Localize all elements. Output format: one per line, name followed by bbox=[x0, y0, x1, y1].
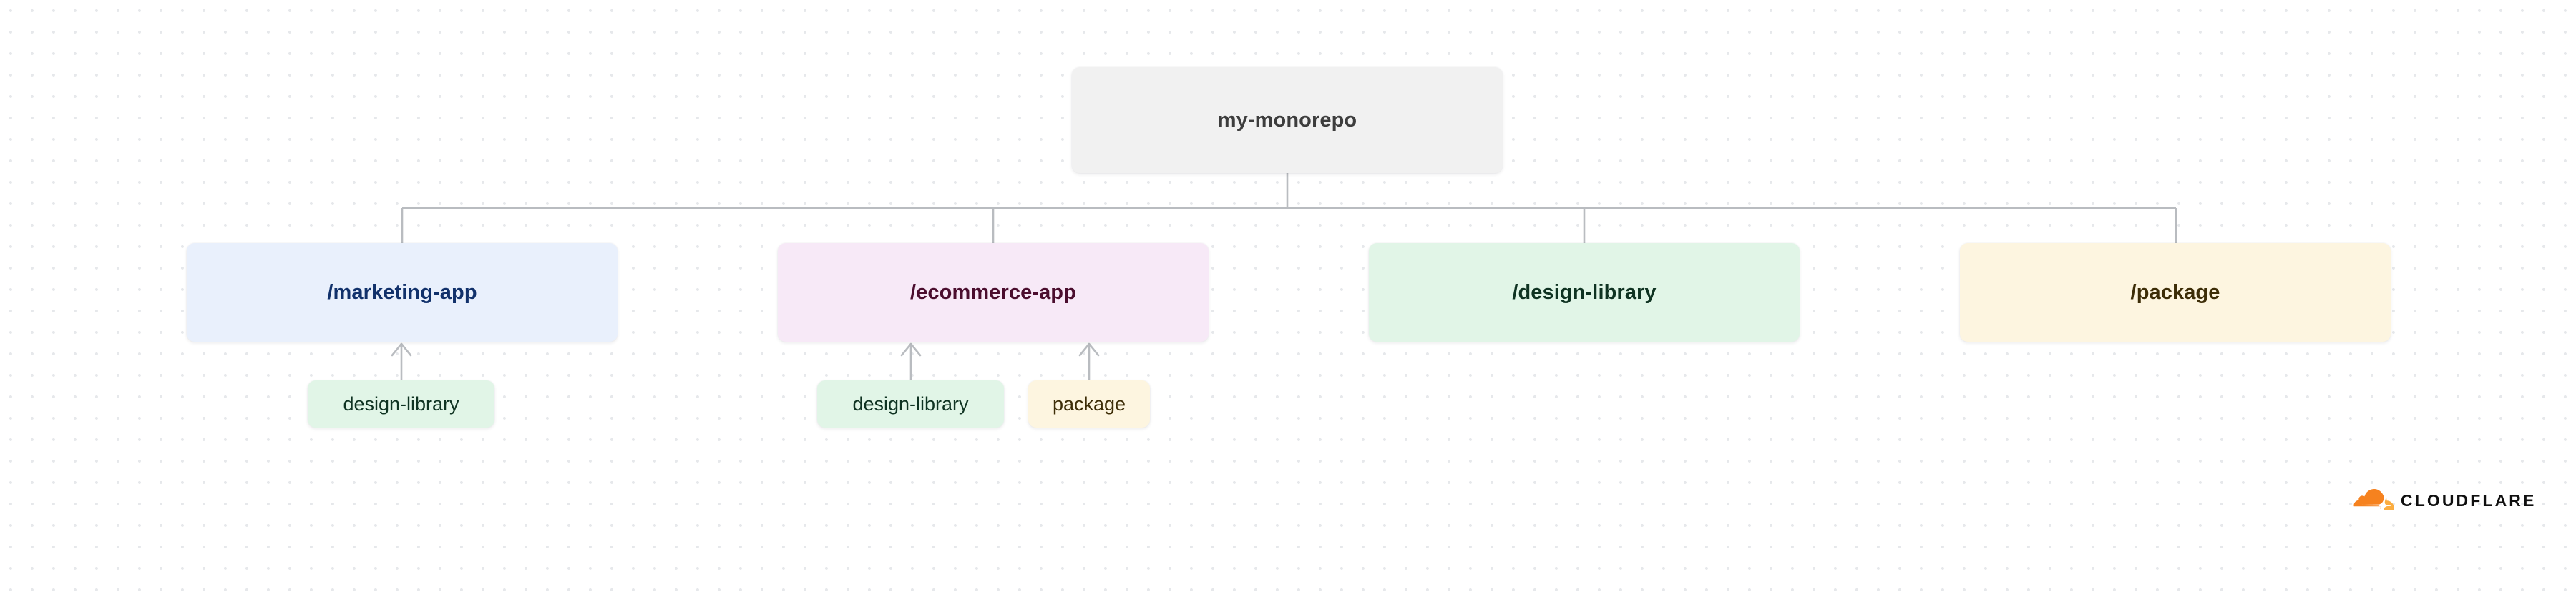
node-label: my-monorepo bbox=[1217, 108, 1357, 132]
node-package[interactable]: /package bbox=[1960, 243, 2391, 342]
dependency-chip-label: design-library bbox=[852, 393, 969, 415]
node-design-library[interactable]: /design-library bbox=[1369, 243, 1800, 342]
cloudflare-logo: CLOUDFLARE bbox=[2349, 489, 2536, 512]
node-label: /design-library bbox=[1512, 280, 1657, 304]
cloudflare-wordmark: CLOUDFLARE bbox=[2401, 490, 2537, 510]
dependency-chip-label: package bbox=[1052, 393, 1126, 415]
node-label: /marketing-app bbox=[327, 280, 477, 304]
arrowhead-ecommerce-design-library bbox=[900, 342, 922, 357]
node-label: /ecommerce-app bbox=[910, 280, 1076, 304]
arrowhead-ecommerce-package bbox=[1078, 342, 1100, 357]
node-my-monorepo[interactable]: my-monorepo bbox=[1072, 67, 1503, 173]
dependency-chip-ecommerce-package[interactable]: package bbox=[1028, 380, 1150, 428]
arrowhead-marketing-design-library bbox=[391, 342, 412, 357]
dependency-chip-ecommerce-design-library[interactable]: design-library bbox=[817, 380, 1004, 428]
node-ecommerce-app[interactable]: /ecommerce-app bbox=[778, 243, 1209, 342]
dependency-chip-marketing-design-library[interactable]: design-library bbox=[308, 380, 494, 428]
node-marketing-app[interactable]: /marketing-app bbox=[187, 243, 618, 342]
node-label: /package bbox=[2130, 280, 2220, 304]
dependency-chip-label: design-library bbox=[343, 393, 459, 415]
cloudflare-cloud-icon bbox=[2353, 489, 2394, 510]
